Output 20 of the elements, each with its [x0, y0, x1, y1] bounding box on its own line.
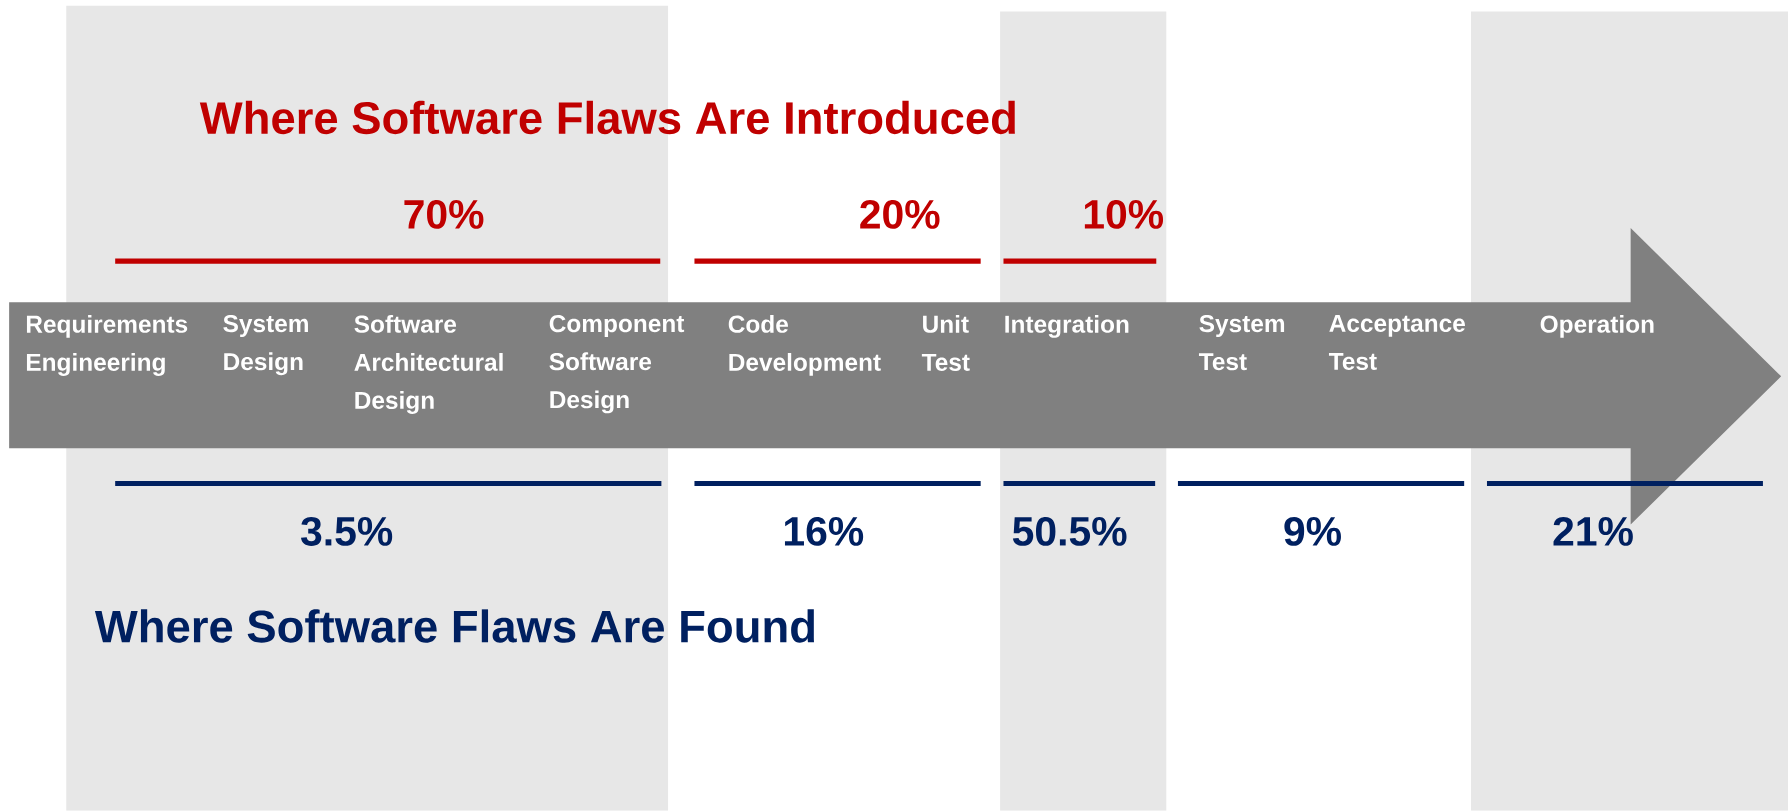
percentage-label: 16%: [784, 517, 864, 546]
phase-label: Operation: [1540, 315, 1654, 338]
phase-label: System Test: [1198, 315, 1285, 371]
phase-label: System Design: [223, 315, 308, 376]
percentage-label: 9%: [1284, 517, 1341, 546]
phase-label: Code Development: [728, 315, 881, 376]
percentage-label: 70%: [404, 200, 484, 229]
phase-label: Software Architectural Design: [354, 315, 503, 415]
percentage-label: 50.5%: [1012, 517, 1127, 546]
heading: Where Software Flaws Are Introduced: [199, 100, 1015, 135]
percentage-label: 3.5%: [301, 517, 393, 546]
phase-label: Component Software Design: [549, 315, 685, 414]
phase-label: Integration: [1005, 315, 1129, 338]
phase-label: Acceptance Test: [1328, 315, 1465, 371]
percentage-label: 10%: [1084, 200, 1164, 229]
phase-label: Requirements Engineering: [26, 315, 188, 376]
percentage-label: 20%: [860, 200, 940, 229]
phase-label: Unit Test: [921, 315, 970, 372]
percentage-label: 21%: [1553, 517, 1633, 546]
heading: Where Software Flaws Are Found: [94, 609, 814, 643]
